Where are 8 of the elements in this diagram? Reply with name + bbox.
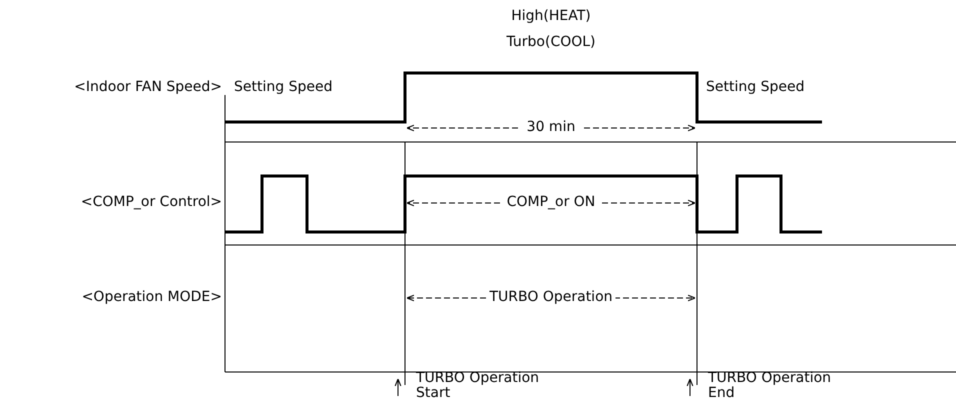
state-label: TURBO Operation bbox=[486, 289, 616, 306]
row-label: <Operation MODE> bbox=[82, 289, 222, 306]
speed-label: Setting Speed bbox=[234, 79, 332, 96]
speed-label: High(HEAT) bbox=[511, 8, 591, 25]
row-label: <COMP_or Control> bbox=[80, 194, 222, 211]
speed-label: Setting Speed bbox=[706, 79, 804, 96]
speed-label: Turbo(COOL) bbox=[506, 34, 596, 51]
row-label: <Indoor FAN Speed> bbox=[74, 79, 222, 96]
